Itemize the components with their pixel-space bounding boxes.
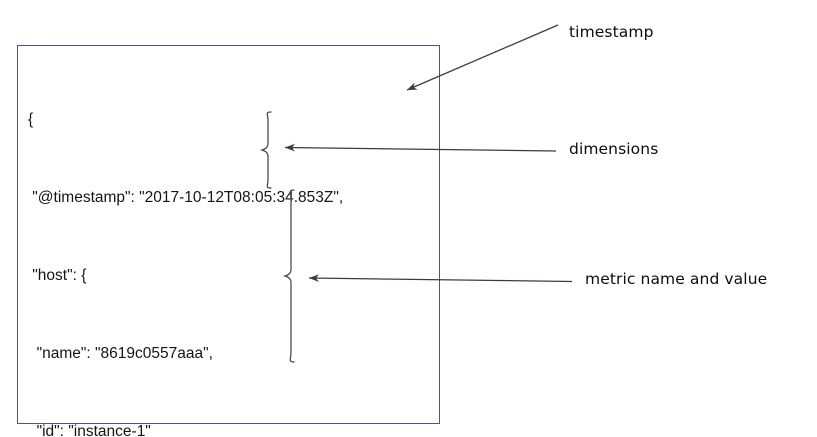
dimensions-brace <box>260 110 282 190</box>
annotation-label-metric: metric name and value <box>585 270 768 288</box>
annotation-label-timestamp: timestamp <box>569 23 654 41</box>
timestamp-arrow <box>398 20 563 98</box>
json-line-host-name: "name": "8619c0557aaa", <box>28 345 213 362</box>
metric-brace <box>283 188 305 364</box>
metric-arrow <box>300 270 576 290</box>
dimensions-arrow <box>276 140 560 160</box>
annotation-label-dimensions: dimensions <box>569 140 659 158</box>
json-document-box <box>17 45 440 424</box>
json-line-host-open: "host": { <box>28 267 87 284</box>
json-line-timestamp: "@timestamp": "2017-10-12T08:05:34.853Z"… <box>28 189 344 206</box>
json-document-code: { "@timestamp": "2017-10-12T08:05:34.853… <box>28 55 428 437</box>
json-line-host-id: "id": "instance-1" <box>28 423 151 437</box>
json-line-0: { <box>28 111 34 128</box>
